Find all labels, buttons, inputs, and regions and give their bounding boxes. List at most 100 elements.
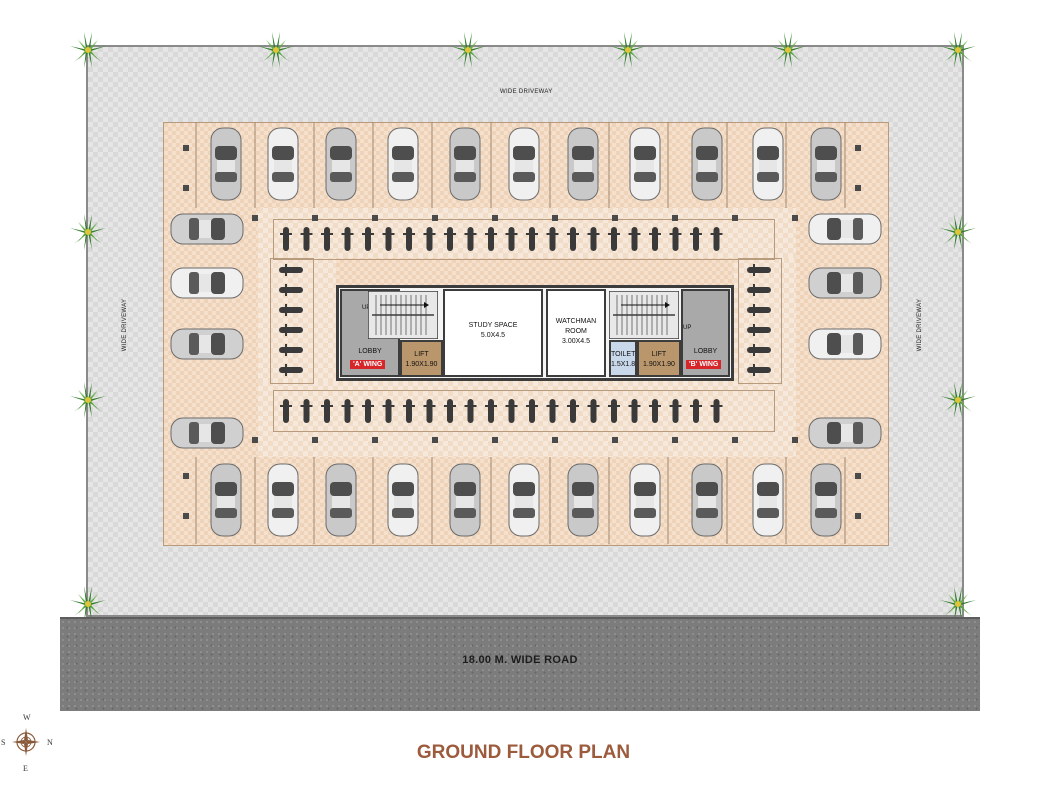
parked-bike	[690, 399, 702, 423]
wing-b-badge: 'B' WING	[686, 360, 722, 369]
watchman-room-size: 3.00X4.5	[561, 338, 591, 345]
parked-bike	[567, 399, 579, 423]
parked-car	[808, 213, 882, 245]
study-space: STUDY SPACE 5.0X4.5	[443, 289, 543, 377]
lift-b-name: LIFT	[651, 351, 667, 358]
wing-a-badge: 'A' WING	[350, 360, 386, 369]
parked-bike	[567, 227, 579, 251]
lift-b-size: 1.90X1.90	[643, 361, 675, 368]
parked-bike	[279, 304, 303, 316]
parked-bike	[747, 344, 771, 356]
pillar	[612, 437, 618, 443]
parked-bike	[649, 227, 661, 251]
parked-bike	[485, 227, 497, 251]
plan-title: GROUND FLOOR PLAN	[416, 742, 631, 763]
road	[60, 617, 980, 711]
parked-bike	[423, 399, 436, 423]
parked-bike	[669, 227, 682, 251]
parked-car	[567, 463, 599, 537]
parked-bike	[341, 227, 354, 251]
parked-bike	[608, 399, 620, 423]
pillar	[732, 437, 738, 443]
parked-car	[267, 463, 299, 537]
pillar	[183, 145, 189, 151]
compass-south: S	[1, 738, 6, 747]
parked-bike	[280, 399, 292, 423]
parked-car	[387, 127, 419, 201]
pillar	[492, 437, 498, 443]
parked-car	[629, 127, 661, 201]
stair-up-label: UP	[362, 305, 371, 311]
parked-car	[810, 127, 842, 201]
lobby-a-name: LOBBY	[358, 348, 382, 355]
pillar	[612, 215, 618, 221]
parked-bike	[710, 227, 723, 251]
parked-car	[325, 127, 357, 201]
pillar	[183, 513, 189, 519]
parked-car	[170, 417, 244, 449]
parked-bike	[444, 399, 456, 423]
aisle-right	[734, 258, 796, 381]
parked-bike	[546, 227, 559, 251]
parked-bike	[382, 227, 395, 251]
compass-west: W	[23, 713, 31, 722]
bike-column-right	[738, 258, 782, 384]
parked-bike	[649, 399, 661, 423]
lobby-b-name: LOBBY	[693, 348, 718, 355]
pillar	[492, 215, 498, 221]
pillar	[252, 215, 258, 221]
parked-car	[170, 213, 244, 245]
parked-bike	[321, 399, 333, 423]
parked-car	[567, 127, 599, 201]
pillar	[312, 437, 318, 443]
lift-a: LIFT 1.90X1.90	[400, 340, 443, 377]
parked-bike	[526, 227, 538, 251]
study-space-size: 5.0X4.5	[480, 332, 506, 339]
parked-bike	[403, 399, 415, 423]
pillar	[252, 437, 258, 443]
parked-bike	[341, 399, 354, 423]
parked-car	[810, 463, 842, 537]
pillar	[183, 473, 189, 479]
pillar	[855, 473, 861, 479]
parked-car	[210, 127, 242, 201]
pillar	[855, 145, 861, 151]
pillar	[855, 513, 861, 519]
parked-car	[449, 127, 481, 201]
stair-b	[609, 291, 679, 339]
pillar	[855, 185, 861, 191]
pillar	[792, 215, 798, 221]
parked-car	[808, 417, 882, 449]
parked-bike	[362, 399, 374, 423]
parked-bike	[362, 227, 374, 251]
parked-bike	[505, 399, 518, 423]
pillar	[792, 437, 798, 443]
parked-bike	[464, 399, 477, 423]
parked-car	[508, 463, 540, 537]
bike-row-bottom	[273, 390, 775, 432]
parked-car	[808, 267, 882, 299]
toilet-size: 1.5X1.8	[611, 361, 636, 368]
parked-bike	[747, 264, 771, 276]
parked-bike	[423, 227, 436, 251]
parked-bike	[321, 227, 333, 251]
toilet: TOILET 1.5X1.8	[609, 340, 637, 377]
bike-column-left	[270, 258, 314, 384]
road-label: 18.00 M. WIDE ROAD	[462, 654, 578, 666]
compass-icon	[12, 728, 40, 756]
parked-bike	[403, 227, 415, 251]
compass-north: N	[47, 738, 53, 747]
parked-bike	[279, 264, 303, 276]
pillar	[552, 215, 558, 221]
parked-car	[691, 463, 723, 537]
parked-bike	[747, 284, 771, 296]
pillar	[372, 215, 378, 221]
pillar	[432, 437, 438, 443]
driveway-top-label: WIDE DRIVEWAY	[500, 89, 553, 95]
pillar	[732, 215, 738, 221]
parked-bike	[690, 227, 702, 251]
pillar	[312, 215, 318, 221]
parked-car	[508, 127, 540, 201]
parked-bike	[485, 399, 497, 423]
parked-bike	[669, 399, 682, 423]
